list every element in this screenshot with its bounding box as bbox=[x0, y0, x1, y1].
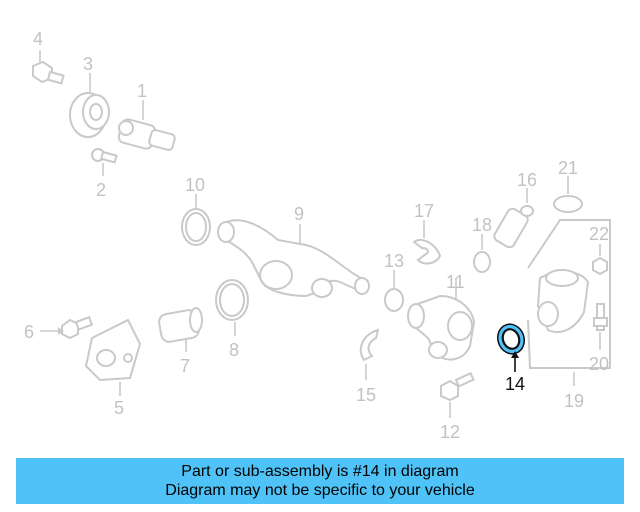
callout-7[interactable]: 7 bbox=[180, 356, 190, 376]
part-17-clip[interactable] bbox=[412, 220, 442, 265]
part-9-outlet-pipe[interactable] bbox=[217, 219, 370, 298]
part-22-nut[interactable] bbox=[592, 244, 608, 276]
info-line-disclaimer: Diagram may not be specific to your vehi… bbox=[165, 482, 475, 499]
callout-22[interactable]: 22 bbox=[589, 224, 609, 244]
info-line-part: Part or sub-assembly is #14 in diagram bbox=[181, 463, 459, 480]
callout-17[interactable]: 17 bbox=[414, 201, 434, 221]
part-6-bolt[interactable] bbox=[40, 315, 94, 340]
part-4-bolt[interactable] bbox=[32, 50, 65, 85]
info-banner: Part or sub-assembly is #14 in diagram D… bbox=[16, 458, 624, 504]
part-19-housing[interactable] bbox=[527, 219, 611, 386]
callout-8[interactable]: 8 bbox=[229, 340, 239, 360]
exploded-parts-diagram: 4 3 1 2 10 9 17 bbox=[24, 29, 611, 442]
part-5-bracket[interactable] bbox=[84, 318, 142, 396]
callout-21[interactable]: 21 bbox=[558, 158, 578, 178]
part-15-clip[interactable] bbox=[359, 328, 380, 380]
part-8-oring[interactable] bbox=[215, 279, 249, 336]
part-18-oring[interactable] bbox=[473, 234, 491, 273]
callout-14[interactable]: 14 bbox=[505, 374, 525, 394]
callout-6[interactable]: 6 bbox=[24, 322, 34, 342]
callout-12[interactable]: 12 bbox=[440, 422, 460, 442]
callout-18[interactable]: 18 bbox=[472, 215, 492, 235]
callout-2[interactable]: 2 bbox=[96, 180, 106, 200]
callout-4[interactable]: 4 bbox=[33, 29, 43, 49]
callout-20[interactable]: 20 bbox=[589, 354, 609, 374]
part-14-gasket[interactable] bbox=[494, 320, 529, 372]
part-2-bolt[interactable] bbox=[91, 148, 118, 176]
callout-11[interactable]: 11 bbox=[446, 272, 465, 292]
part-16-sensor[interactable] bbox=[492, 188, 534, 249]
callout-19[interactable]: 19 bbox=[564, 391, 584, 411]
part-11-thermostat-housing[interactable] bbox=[407, 278, 476, 361]
callout-3[interactable]: 3 bbox=[83, 54, 93, 74]
part-7-bushing[interactable] bbox=[158, 307, 203, 352]
part-21-gasket[interactable] bbox=[553, 176, 583, 213]
callout-15[interactable]: 15 bbox=[356, 385, 376, 405]
part-13-oring[interactable] bbox=[384, 270, 404, 312]
part-10-oring[interactable] bbox=[181, 194, 211, 246]
callout-5[interactable]: 5 bbox=[114, 398, 124, 418]
part-20-stud[interactable] bbox=[593, 303, 608, 350]
callout-10[interactable]: 10 bbox=[185, 175, 205, 195]
callout-1[interactable]: 1 bbox=[137, 81, 147, 101]
callout-13[interactable]: 13 bbox=[384, 251, 404, 271]
part-1-shaft[interactable] bbox=[117, 100, 176, 151]
callout-16[interactable]: 16 bbox=[517, 170, 537, 190]
callout-9[interactable]: 9 bbox=[294, 204, 304, 224]
part-12-bolt[interactable] bbox=[440, 371, 475, 418]
part-3-pulley[interactable] bbox=[69, 73, 110, 138]
